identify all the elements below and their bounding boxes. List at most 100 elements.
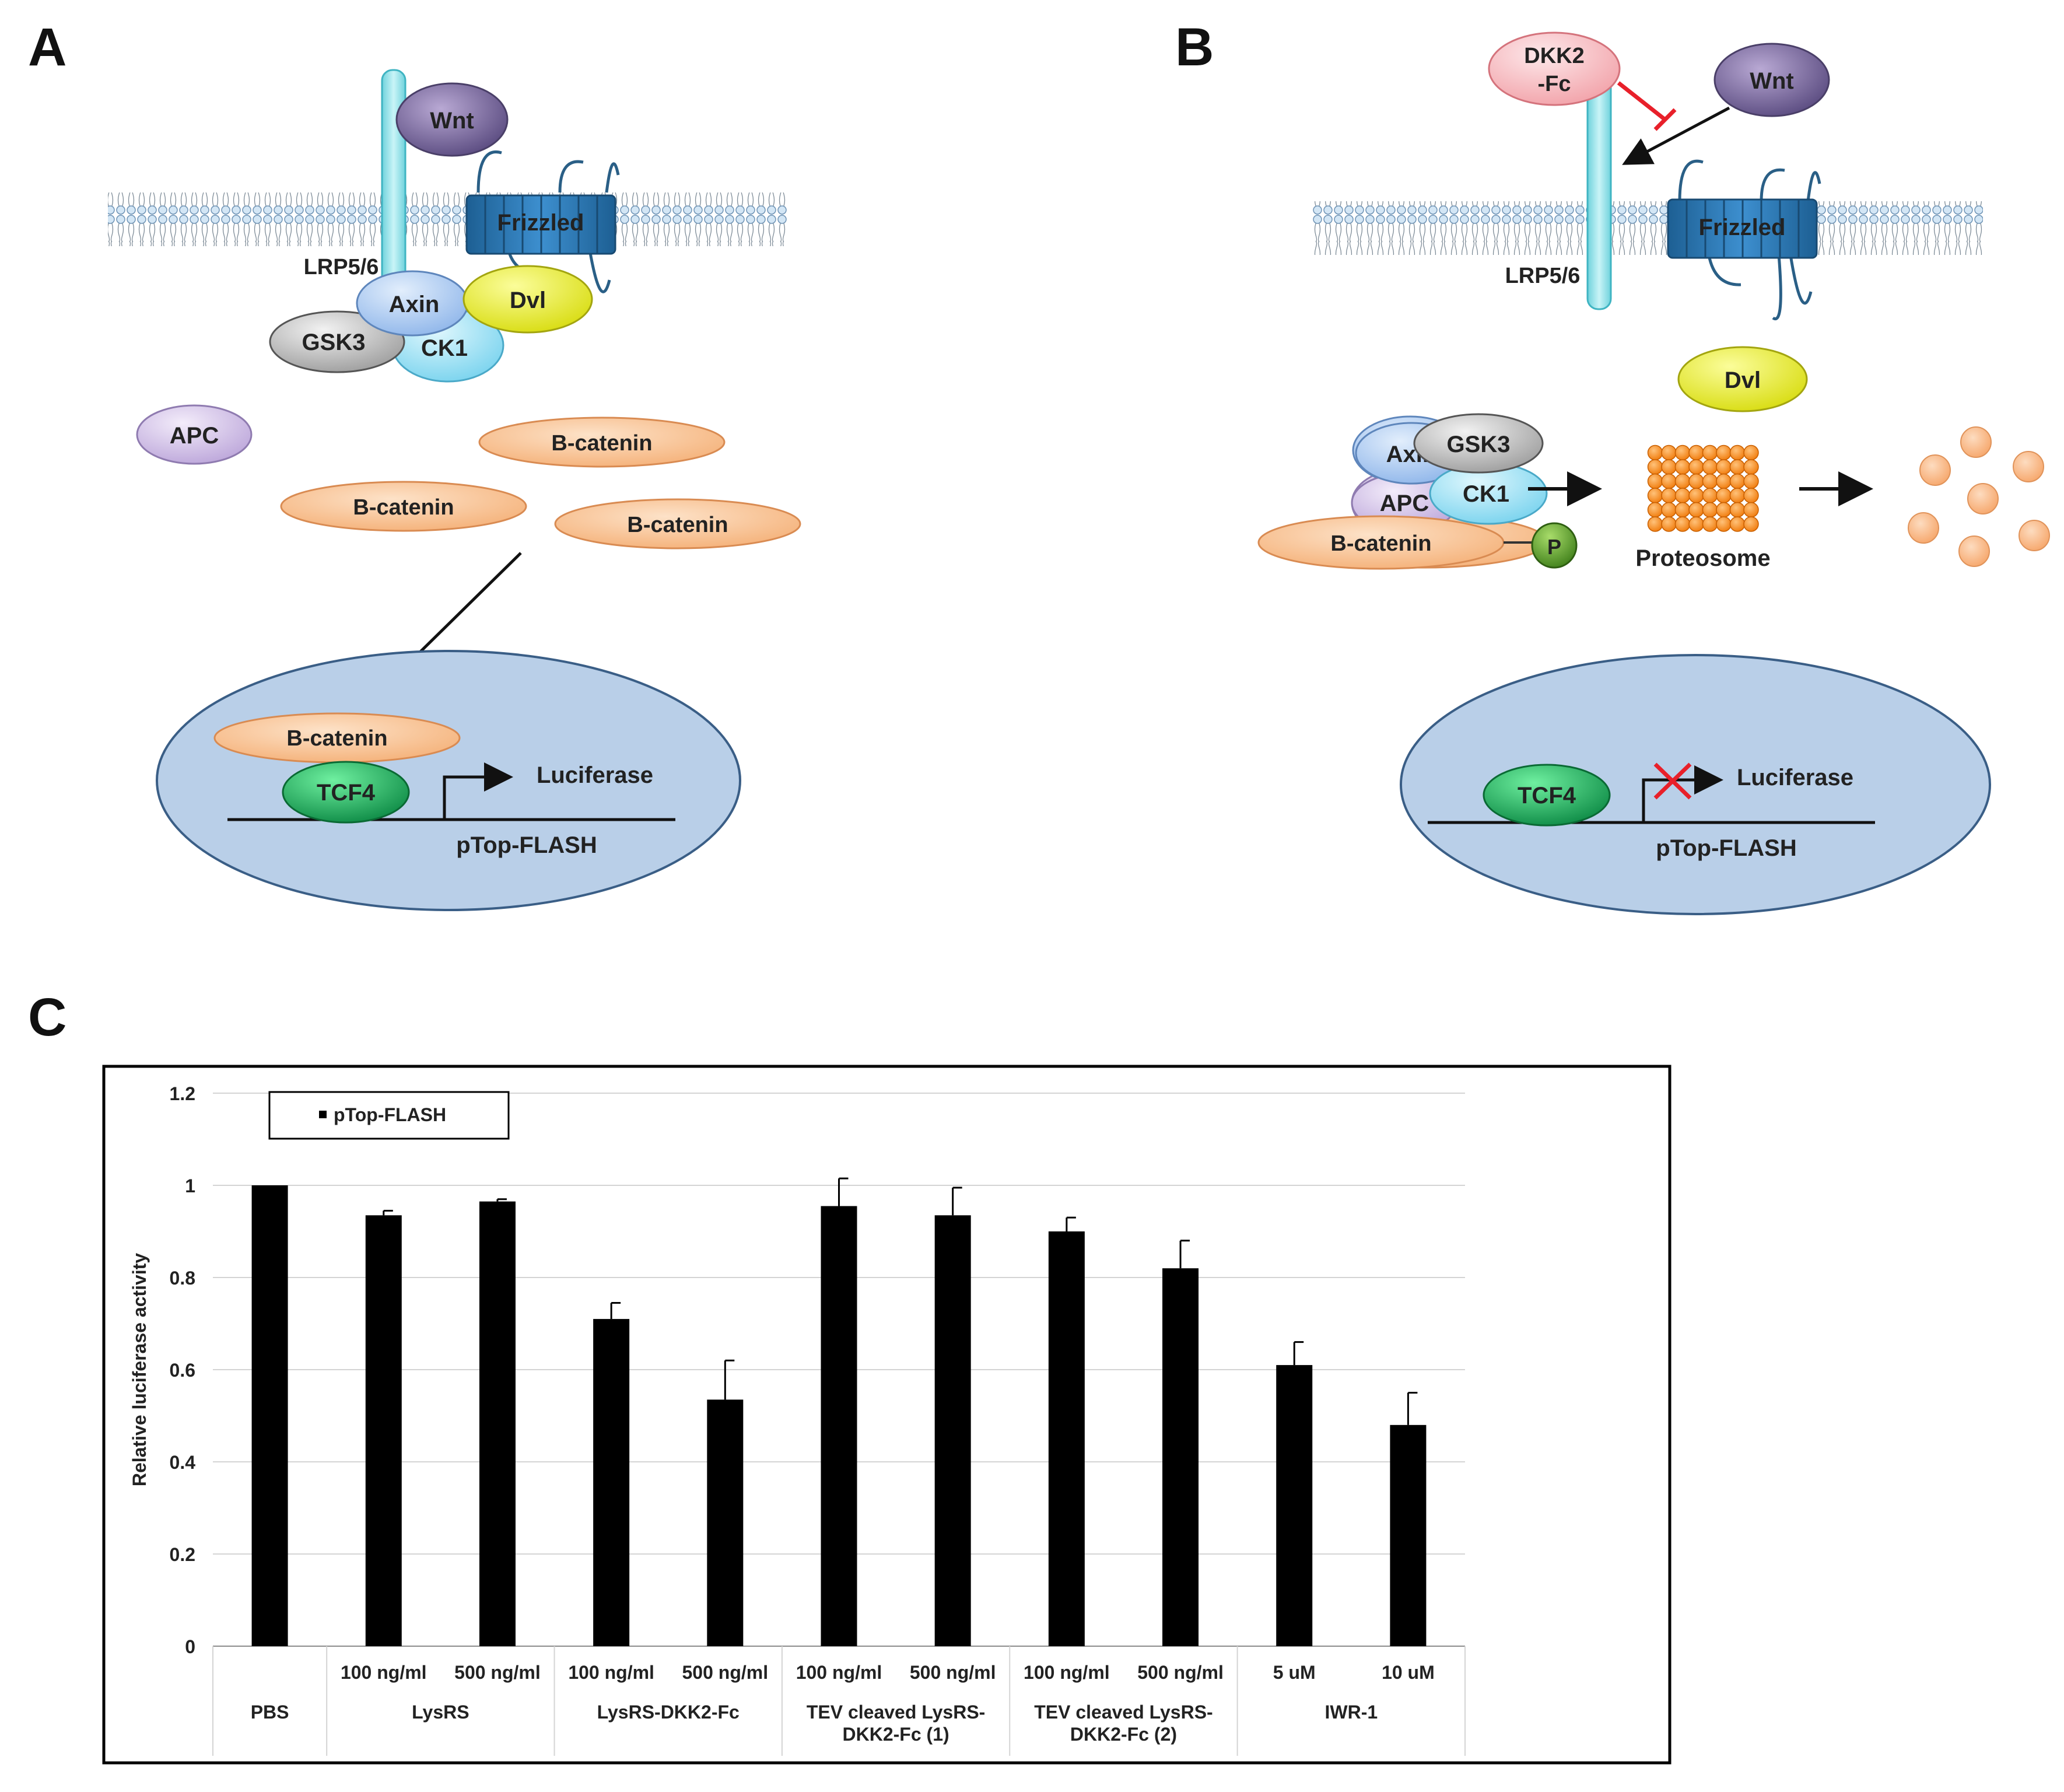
gsk3-a [269,310,405,373]
proteosome-subunit [1647,444,1663,461]
legend-box [268,1091,510,1140]
y-axis-label: Relative luciferase activity [129,1253,150,1486]
proteosome-subunit [1688,502,1704,518]
catenin-label-b: B-catenin [1330,531,1431,556]
panel-a-letter: A [28,18,66,77]
group-label-1-0: LysRS [412,1702,469,1723]
x-tick-label-5: 100 ng/ml [796,1662,882,1683]
proteosome-subunit [1743,473,1759,489]
proteosome-subunit [1743,516,1759,532]
blocked-x-icon [1653,762,1692,800]
proteosome-subunit [1716,459,1732,475]
bar-8 [1162,1268,1199,1646]
proteosome-subunit [1716,516,1732,532]
proteosome-subunit [1743,459,1759,475]
x-tick-label-9: 5 uM [1273,1662,1316,1683]
x-tick-label-8: 500 ng/ml [1137,1662,1224,1683]
proteosome-subunit [1674,444,1691,461]
gsk3-label-b: GSK3 [1447,432,1511,457]
inhibition-bar [1653,108,1677,131]
proteosome-subunit [1702,488,1718,503]
axin-label-a: Axin [389,292,440,317]
proteosome-subunit [1716,488,1732,503]
panel-b: B Frizzled LRP5/6 DKK2 -Fc Wnt Dvl APC A… [1175,18,2050,915]
tcf4-a [282,761,410,824]
proteosome-subunit [1743,502,1759,518]
proteosome-subunit [1716,473,1732,489]
proteosome-subunit [1661,473,1677,489]
proteosome-subunit [1661,488,1677,503]
membrane-a [108,192,787,246]
apc-a [136,404,253,465]
catenin-label-a-1: B-catenin [551,431,652,456]
proteosome-subunit [1702,444,1718,461]
proteosome-subunit [1647,488,1663,503]
y-tick-label-3: 0.6 [170,1360,195,1381]
proteosome-subunit [1647,502,1663,518]
dkk2-label-line1: DKK2 [1524,44,1584,68]
y-tick-label-0: 0 [185,1636,195,1657]
proteosome-subunit [1729,488,1746,503]
bar-1 [365,1215,402,1646]
plasmid-label-b: pTop-FLASH [1656,835,1796,861]
catenin-nucleus-label-a: B-catenin [286,726,387,751]
promoter-arrow-a [443,762,513,820]
x-tick-label-1: 100 ng/ml [341,1662,427,1683]
lrp-label-b: LRP5/6 [1505,264,1581,288]
proteosome-subunit [1674,502,1691,518]
bar-2 [479,1201,516,1646]
x-tick-label-6: 500 ng/ml [910,1662,996,1683]
luciferase-label-a: Luciferase [537,762,653,788]
ck1-label-a: CK1 [421,335,468,361]
proteosome-subunit [1661,459,1677,475]
gsk3-label-a: GSK3 [302,330,366,355]
x-tick-label-4: 500 ng/ml [682,1662,769,1683]
proteosome-subunit [1661,444,1677,461]
tcf4-label-a: TCF4 [317,780,376,806]
y-tick-label-1: 0.2 [170,1544,195,1565]
group-label-2-0: LysRS-DKK2-Fc [597,1702,740,1723]
frizzled-label-a: Frizzled [497,210,584,236]
x-tick-label-3: 100 ng/ml [568,1662,654,1683]
proteosome-subunit [1688,459,1704,475]
x-tick-label-2: 500 ng/ml [454,1662,541,1683]
proteosome-subunit [1729,502,1746,518]
wnt-ligand-a [395,82,509,157]
dkk2-label-line2: -Fc [1538,72,1571,96]
proteosome-subunit [1716,444,1732,461]
legend-label: pTop-FLASH [334,1104,446,1125]
phosphate-group [1531,522,1578,569]
tcf4-b [1483,764,1611,827]
group-label-4-1: DKK2-Fc (2) [1070,1724,1177,1745]
catenin-label-a-3: B-catenin [627,513,728,537]
proteosome-subunit [1743,444,1759,461]
wnt-label-a: Wnt [430,108,474,134]
wnt-binding-arrow [1622,106,1730,165]
panel-b-letter: B [1175,18,1214,77]
proteosome-subunit [1661,502,1677,518]
dvl-b [1677,346,1808,412]
group-label-3-1: DKK2-Fc (1) [843,1724,949,1745]
luciferase-label-b: Luciferase [1737,765,1853,790]
gsk3-b [1413,413,1544,474]
bar-0 [251,1185,288,1646]
promoter-arrow-b [1642,765,1723,822]
catenin-label-a-2: B-catenin [353,495,454,520]
proteosome-subunit [1688,473,1704,489]
y-tick-label-5: 1 [185,1175,195,1196]
proteosome-subunit [1688,444,1704,461]
y-tick-label-4: 0.8 [170,1268,195,1289]
group-label-4-0: TEV cleaved LysRS- [1034,1702,1213,1723]
x-tick-label-10: 10 uM [1382,1662,1435,1683]
bar-6 [934,1215,971,1646]
proteosome-subunit [1729,444,1746,461]
proteosome-subunit [1674,488,1691,503]
proteosome-subunit [1688,488,1704,503]
proteosome-subunit [1729,473,1746,489]
proteosome-subunit [1661,516,1677,532]
bar-4 [707,1399,744,1646]
proteosome-subunit [1729,459,1746,475]
proteosome-subunit [1729,516,1746,532]
